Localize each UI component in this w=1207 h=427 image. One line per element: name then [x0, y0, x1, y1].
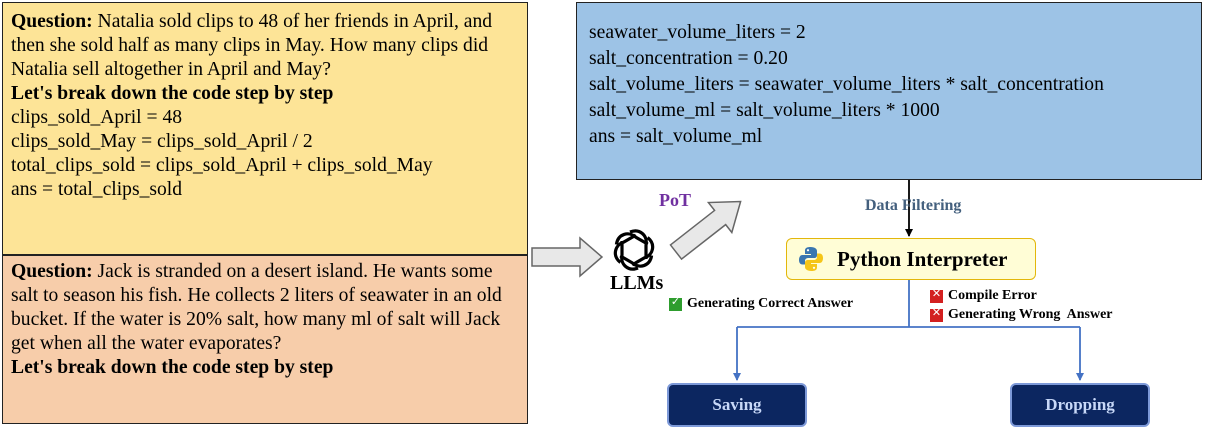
- question-1-text: Natalia sold clips to 48 of her friends …: [11, 11, 493, 80]
- python-interpreter-box: Python Interpreter: [786, 238, 1036, 280]
- generated-code-line: salt_volume_liters = seawater_volume_lit…: [589, 74, 1104, 95]
- wrong-answer-status: ✕ Generating Wrong Answer: [930, 306, 1113, 323]
- question-2-label: Question:: [11, 261, 93, 282]
- python-interpreter-label: Python Interpreter: [837, 246, 1008, 271]
- question-1-paragraph: Question: Natalia sold clips to 48 of he…: [11, 10, 519, 82]
- check-icon: ✓: [669, 295, 682, 311]
- correct-answer-status: ✓ Generating Correct Answer: [669, 295, 854, 312]
- generated-code-box: seawater_volume_liters = 2 salt_concentr…: [576, 2, 1202, 180]
- input-block-arrow: [531, 236, 604, 278]
- generated-code-line: salt_concentration = 0.20: [589, 48, 788, 69]
- question-2-header: Let's break down the code step by step: [11, 357, 334, 378]
- question-1-code-line: ans = total_clips_sold: [11, 179, 183, 200]
- question-2-paragraph: Question: Jack is stranded on a desert i…: [11, 260, 519, 356]
- wrong-answer-label: Generating Wrong Answer: [948, 307, 1113, 322]
- dropping-button: Dropping: [1010, 383, 1150, 427]
- pot-label: PoT: [659, 190, 692, 210]
- question-1-code-line: clips_sold_May = clips_sold_April / 2: [11, 131, 313, 152]
- generated-code-line: ans = salt_volume_ml: [589, 126, 763, 147]
- data-filtering-label: Data Filtering: [865, 197, 962, 214]
- python-logo-icon: [797, 245, 825, 273]
- saving-button: Saving: [667, 383, 807, 427]
- openai-logo-icon: [613, 229, 655, 271]
- error-icon: ✕: [930, 287, 943, 303]
- llms-label: LLMs: [610, 272, 664, 294]
- question-2-text: Jack is stranded on a desert island. He …: [11, 261, 502, 354]
- correct-answer-label: Generating Correct Answer: [687, 296, 854, 311]
- compile-error-status: ✕ Compile Error: [930, 287, 1037, 304]
- question-1-code-line: total_clips_sold = clips_sold_April + cl…: [11, 155, 433, 176]
- error-icon: ✕: [930, 306, 943, 322]
- compile-error-label: Compile Error: [948, 288, 1037, 303]
- question-1-code-line: clips_sold_April = 48: [11, 107, 183, 128]
- question-box-2: Question: Jack is stranded on a desert i…: [2, 255, 528, 424]
- question-1-header: Let's break down the code step by step: [11, 83, 334, 104]
- question-1-label: Question:: [11, 11, 93, 32]
- generated-code-line: seawater_volume_liters = 2: [589, 22, 806, 43]
- question-box-1: Question: Natalia sold clips to 48 of he…: [2, 2, 528, 255]
- generated-code-line: salt_volume_ml = salt_volume_liters * 10…: [589, 100, 940, 121]
